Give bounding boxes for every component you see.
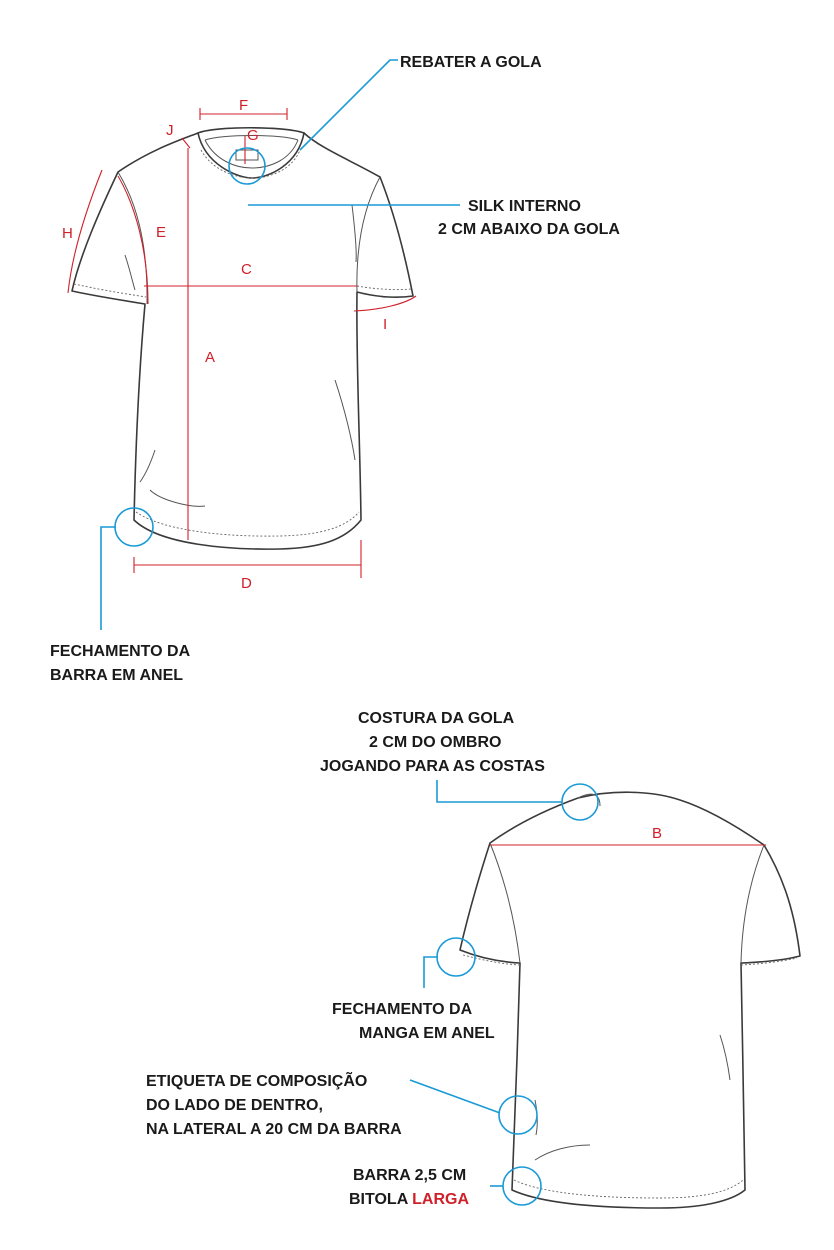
measure-line-h <box>67 169 103 294</box>
callout-line-etiqueta <box>409 1079 501 1114</box>
front-fold-4 <box>124 254 136 291</box>
callout-circle-barra-back <box>502 1166 542 1206</box>
measure-line-i <box>353 295 417 312</box>
callout-barra-back-prefix: BITOLA <box>349 1191 412 1208</box>
callout-etiqueta-line2: DO LADO DE DENTRO, <box>146 1097 323 1114</box>
back-collar-seam <box>577 793 601 807</box>
front-collar-stitch <box>200 149 301 179</box>
callout-etiqueta-line3: NA LATERAL A 20 CM DA BARRA <box>146 1121 402 1138</box>
measure-line-j <box>181 137 191 149</box>
back-bottom-hem <box>513 1179 744 1199</box>
front-bottom-hem <box>135 511 360 537</box>
callout-silk-line1: SILK INTERNO <box>468 198 581 215</box>
measure-label-c: C <box>241 261 252 278</box>
callout-costura-line3: JOGANDO PARA AS COSTAS <box>320 758 545 775</box>
measure-label-b: B <box>652 825 662 842</box>
callout-barra-back-line2: BITOLA LARGA <box>349 1191 469 1208</box>
front-back-neck <box>204 135 299 141</box>
callout-barra-line2: BARRA EM ANEL <box>50 667 183 684</box>
callout-manga-line1: FECHAMENTO DA <box>332 1001 473 1018</box>
callout-circle-manga <box>436 937 476 977</box>
measure-label-i: I <box>383 316 387 333</box>
front-right-sleeve-hem <box>356 285 413 290</box>
front-left-sleeve-hem <box>73 283 147 298</box>
callout-circle-etiqueta <box>498 1095 538 1135</box>
callout-barra-back-line1: BARRA 2,5 CM <box>353 1167 466 1184</box>
callout-rebater-gola: REBATER A GOLA <box>400 54 542 71</box>
front-fold-3 <box>334 379 356 461</box>
measure-label-f: F <box>239 97 248 114</box>
measure-line-e <box>117 175 149 305</box>
measure-label-g: G <box>247 127 259 144</box>
measure-label-h: H <box>62 225 73 242</box>
back-fold-3 <box>534 1099 538 1136</box>
front-tshirt: A C D E F G H I J REBATER A GOLA SILK IN… <box>50 54 620 684</box>
callout-costura-line1: COSTURA DA GOLA <box>358 710 515 727</box>
callout-line-rebater <box>299 59 398 151</box>
callout-barra-back-highlight: LARGA <box>412 1191 469 1208</box>
front-collar-top <box>197 126 305 134</box>
measure-label-e: E <box>156 224 166 241</box>
back-tshirt: B COSTURA DA GOLA 2 CM DO OMBRO JOGANDO … <box>146 710 801 1209</box>
callout-costura-line2: 2 CM DO OMBRO <box>369 734 501 751</box>
front-neck-tag <box>235 149 259 161</box>
back-right-armhole <box>740 844 765 964</box>
back-fold-2 <box>534 1144 591 1161</box>
callout-manga-line2: MANGA EM ANEL <box>359 1025 495 1042</box>
front-fold-2 <box>139 449 156 483</box>
callout-line-barra <box>100 526 116 630</box>
callout-etiqueta-line1: ETIQUETA DE COMPOSIÇÃO <box>146 1070 367 1090</box>
back-fold-1 <box>719 1034 731 1081</box>
front-right-armhole <box>356 176 381 293</box>
callout-line-costura <box>436 780 562 803</box>
callout-barra-line1: FECHAMENTO DA <box>50 643 191 660</box>
front-body-outline <box>71 132 414 550</box>
back-body-outline <box>459 791 801 1209</box>
callout-line-manga <box>423 956 438 988</box>
back-left-sleeve-hem <box>462 954 521 966</box>
front-collar-inner <box>204 139 299 169</box>
back-right-sleeve-hem <box>740 957 798 966</box>
measure-label-a: A <box>205 349 215 366</box>
front-fold-1 <box>149 489 206 507</box>
back-left-armhole <box>489 842 521 964</box>
callout-silk-line2: 2 CM ABAIXO DA GOLA <box>438 221 620 238</box>
measure-label-j: J <box>166 122 174 139</box>
callout-circle-silk <box>228 147 266 185</box>
front-fold-5 <box>351 204 357 263</box>
measure-label-d: D <box>241 575 252 592</box>
front-left-armhole <box>117 171 148 305</box>
